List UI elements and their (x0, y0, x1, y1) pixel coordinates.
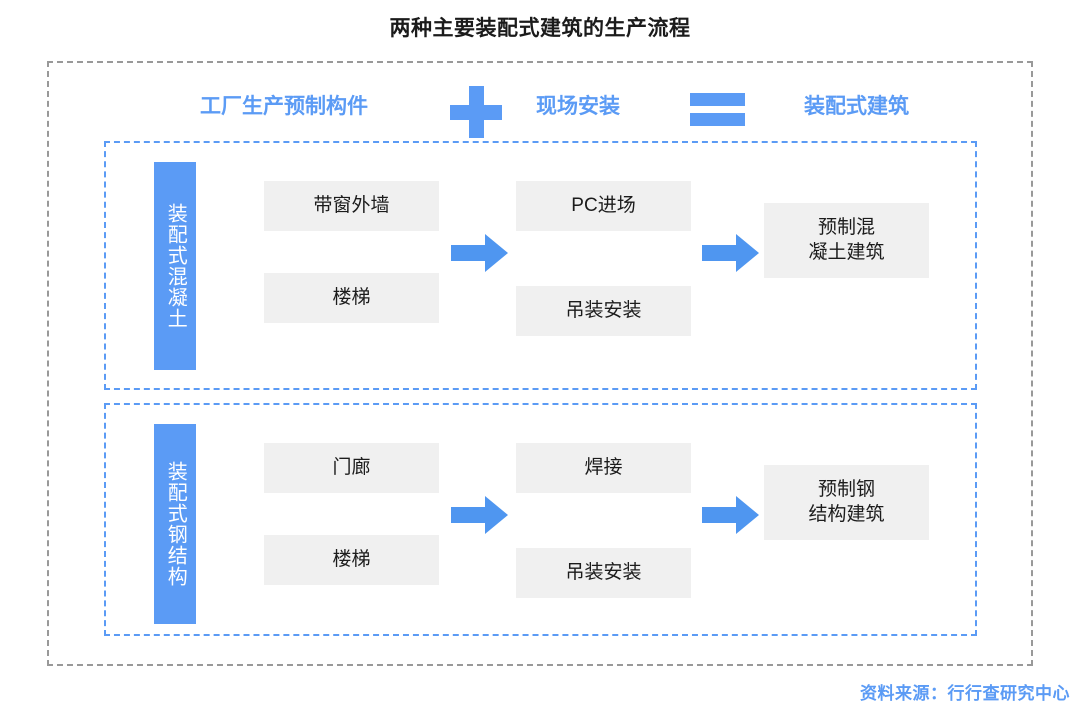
process-box-factory-1: 门廊 (264, 443, 439, 493)
result-box-precast-concrete: 预制混 凝土建筑 (764, 203, 929, 278)
process-box-factory-2: 楼梯 (264, 535, 439, 585)
source-note: 资料来源：行行查研究中心 (860, 684, 1070, 703)
header-result-label: 装配式建筑 (804, 95, 909, 118)
process-box-onsite-1: PC进场 (516, 181, 691, 231)
equals-icon-bottom-bar (690, 113, 745, 126)
row-group-precast-concrete: 装配式混凝土 带窗外墙 楼梯 PC进场 吊装安装 预制混 凝土建筑 (104, 141, 977, 390)
header-factory-label: 工厂生产预制构件 (200, 95, 368, 118)
equals-icon (690, 93, 745, 126)
outer-diagram-frame (47, 61, 1033, 666)
arrow-right-icon (451, 495, 509, 535)
header-onsite-label: 现场安装 (536, 95, 620, 118)
equals-icon-top-bar (690, 93, 745, 106)
header-equation-band: 工厂生产预制构件 现场安装 装配式建筑 (47, 78, 1033, 138)
process-box-factory-1: 带窗外墙 (264, 181, 439, 231)
process-box-onsite-2: 吊装安装 (516, 286, 691, 336)
row-vertical-label-precast-concrete: 装配式混凝土 (154, 162, 196, 370)
arrow-right-icon (702, 495, 760, 535)
plus-icon (450, 86, 502, 138)
row-vertical-label-steel-structure: 装配式钢结构 (154, 424, 196, 624)
process-box-factory-2: 楼梯 (264, 273, 439, 323)
result-box-steel-structure: 预制钢 结构建筑 (764, 465, 929, 540)
arrow-right-icon (702, 233, 760, 273)
process-box-onsite-1: 焊接 (516, 443, 691, 493)
plus-icon-vertical-bar (469, 86, 484, 138)
arrow-right-icon (451, 233, 509, 273)
row-group-steel-structure: 装配式钢结构 门廊 楼梯 焊接 吊装安装 预制钢 结构建筑 (104, 403, 977, 636)
process-box-onsite-2: 吊装安装 (516, 548, 691, 598)
page-title: 两种主要装配式建筑的生产流程 (389, 17, 691, 40)
